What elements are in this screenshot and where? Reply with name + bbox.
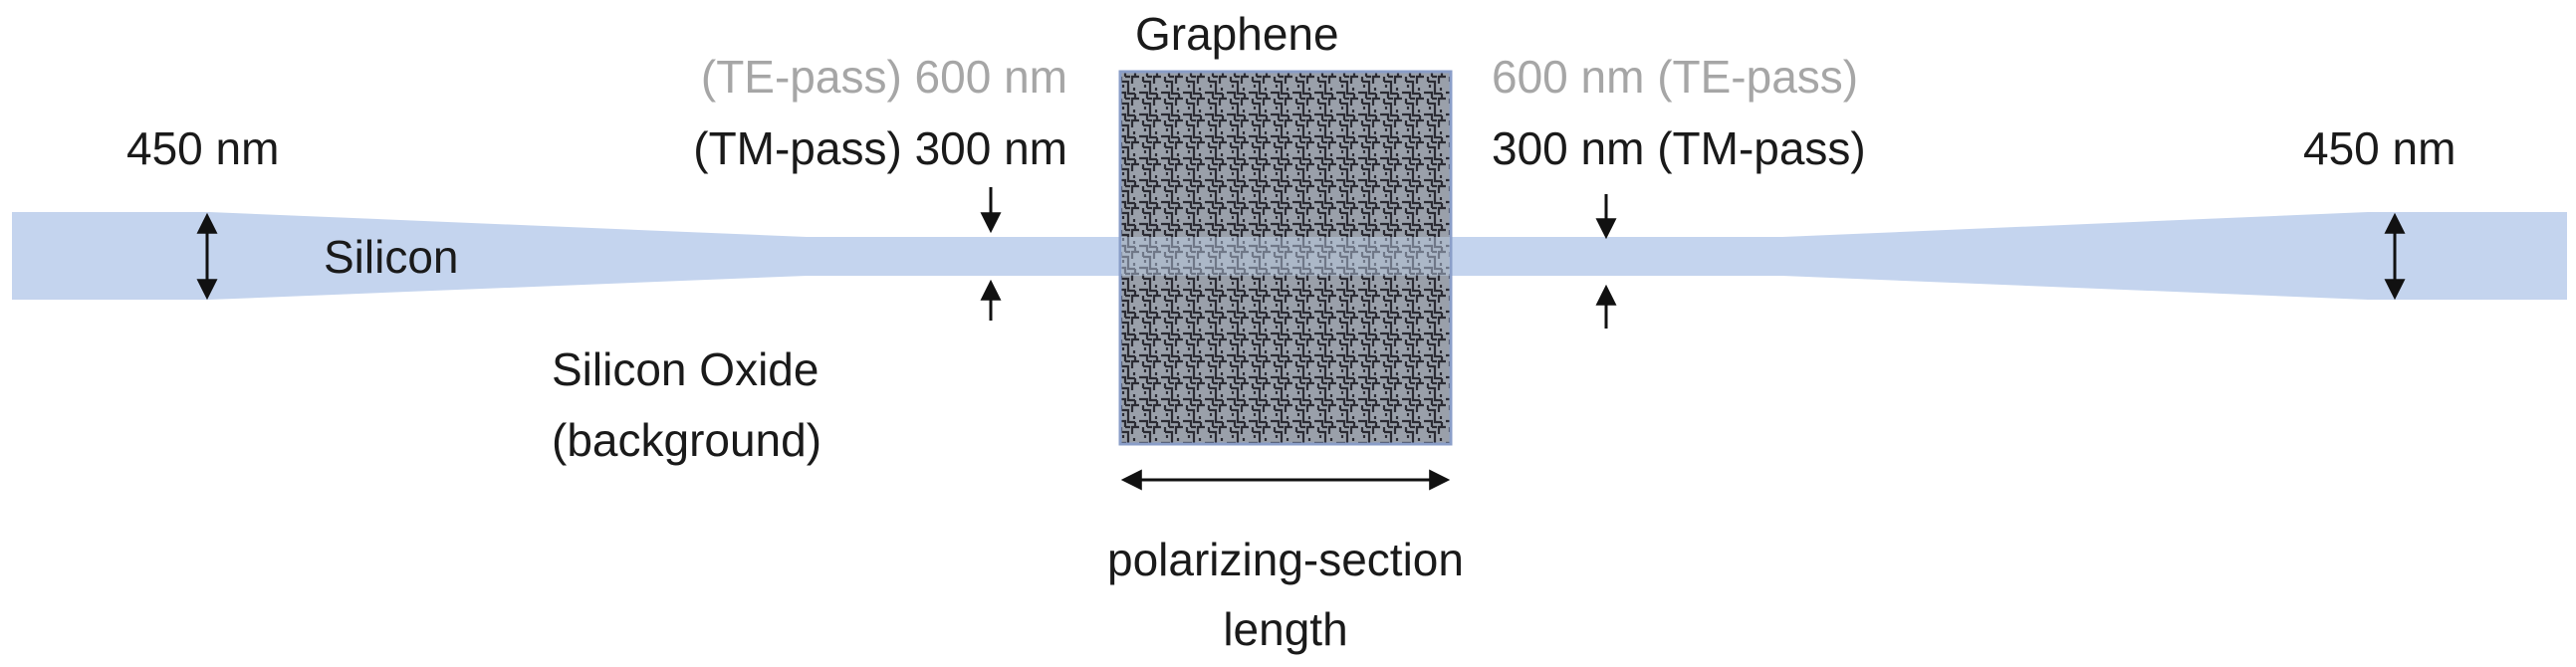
width-label-right: 450 nm: [2303, 122, 2456, 174]
right-tm-label: 300 nm (TM-pass): [1492, 122, 1866, 174]
graphene-label: Graphene: [1135, 8, 1339, 60]
section-length-label-line2: length: [1223, 603, 1347, 655]
oxide-label-line2: (background): [552, 414, 821, 466]
left-te-label: (TE-pass) 600 nm: [701, 51, 1067, 103]
right-te-label: 600 nm (TE-pass): [1492, 51, 1858, 103]
silicon-label: Silicon: [324, 231, 459, 283]
silicon-waveguide: [12, 212, 1115, 300]
oxide-label-line1: Silicon Oxide: [552, 343, 819, 395]
left-tm-label: (TM-pass) 300 nm: [693, 122, 1067, 174]
section-length-label-line1: polarizing-section: [1107, 534, 1464, 585]
silicon-waveguide-right: [1115, 212, 2567, 300]
graphene-sheet: [1118, 70, 1453, 446]
graphene-waveguide-overlay: [1121, 237, 1450, 276]
width-label-left: 450 nm: [126, 122, 279, 174]
